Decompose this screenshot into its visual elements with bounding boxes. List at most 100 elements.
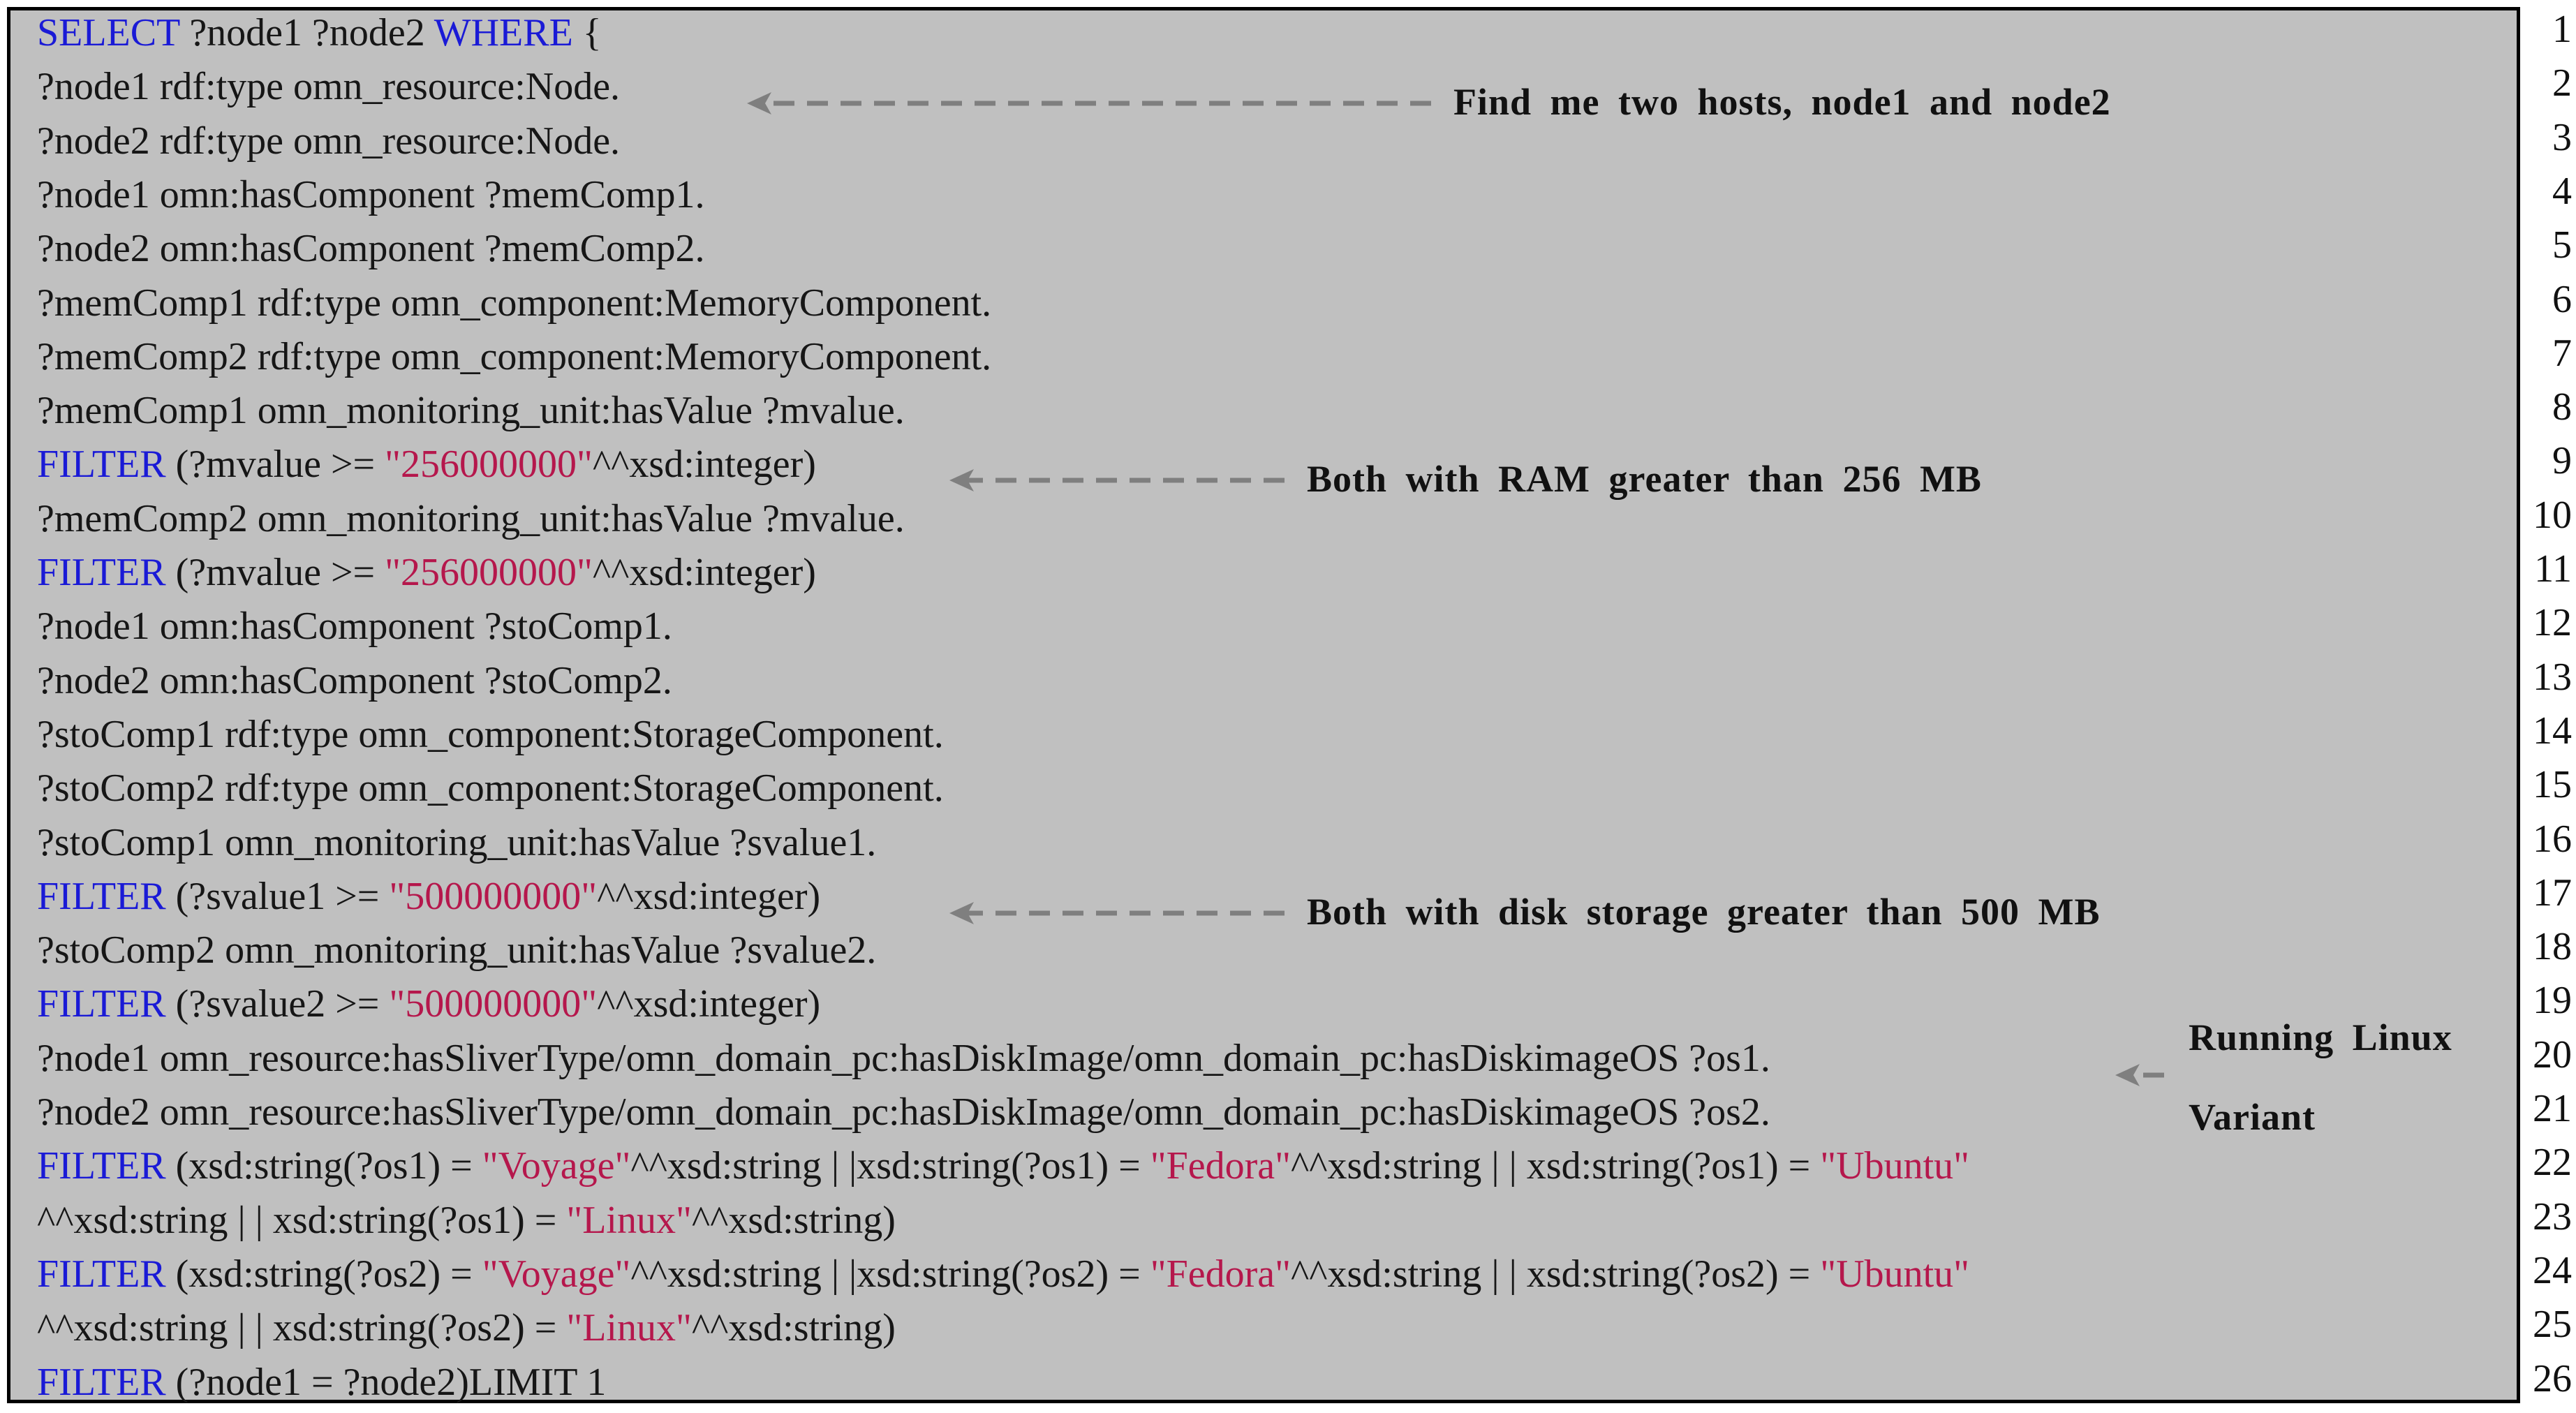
code-line: ?stoComp1 rdf:type omn_component:Storage…	[37, 711, 944, 757]
string-literal: "500000000"	[389, 982, 598, 1026]
code-line: ?node1 omn:hasComponent ?memComp1.	[37, 172, 705, 218]
string-literal: "500000000"	[389, 874, 598, 918]
sparql-keyword: FILTER	[37, 982, 166, 1026]
code-line: ?memComp2 omn_monitoring_unit:hasValue ?…	[37, 496, 905, 542]
code-line: ?memComp1 rdf:type omn_component:MemoryC…	[37, 280, 991, 326]
annotation-os-line1: Running Linux	[2189, 1016, 2452, 1058]
line-number: 1	[2552, 8, 2572, 51]
line-number: 7	[2552, 331, 2572, 375]
code-line: FILTER (?node1 = ?node2)LIMIT 1	[37, 1359, 606, 1405]
code-text: ^^xsd:string | | xsd:string(?os2) =	[37, 1306, 567, 1350]
code-text: ?memComp1 omn_monitoring_unit:hasValue ?…	[37, 389, 905, 433]
code-text: ?memComp2 rdf:type omn_component:MemoryC…	[37, 334, 992, 378]
code-text: (?node1 = ?node2)LIMIT 1	[165, 1360, 607, 1404]
code-text: ^^xsd:integer)	[597, 874, 821, 918]
line-number: 18	[2533, 925, 2572, 969]
line-number: 12	[2533, 601, 2572, 645]
line-number: 19	[2533, 979, 2572, 1023]
annotation-ram: Both with RAM greater than 256 MB	[1307, 458, 1982, 500]
string-literal: "Fedora"	[1150, 1144, 1291, 1188]
code-text: ^^xsd:string | | xsd:string(?os1) =	[1290, 1144, 1821, 1188]
line-number: 13	[2533, 655, 2572, 699]
string-literal: "Linux"	[566, 1198, 692, 1242]
code-line: FILTER (?svalue2 >= "500000000"^^xsd:int…	[37, 981, 820, 1027]
line-number: 9	[2552, 439, 2572, 483]
line-number: 21	[2533, 1087, 2572, 1130]
code-text: {	[572, 11, 602, 54]
string-literal: "Fedora"	[1150, 1252, 1291, 1296]
code-text: ?node1 ?node2	[179, 11, 434, 54]
code-text: ^^xsd:string | | xsd:string(?os1) =	[37, 1198, 567, 1242]
annotation-os-line2: Variant	[2189, 1096, 2316, 1138]
code-text: (?svalue1 >=	[165, 874, 390, 918]
annotation-hosts: Find me two hosts, node1 and node2	[1453, 81, 2111, 123]
code-listing: SELECT ?node1 ?node2 WHERE { ?node1 rdf:t…	[7, 7, 2520, 1405]
line-number: 3	[2552, 115, 2572, 159]
code-text: ?node2 rdf:type omn_resource:Node.	[37, 119, 621, 163]
code-text: ^^xsd:string | |xsd:string(?os1) =	[630, 1144, 1150, 1188]
code-text: ^^xsd:integer)	[592, 551, 816, 594]
sparql-keyword: FILTER	[37, 551, 166, 594]
code-text: ?node1 rdf:type omn_resource:Node.	[37, 65, 621, 109]
string-literal: "Voyage"	[482, 1252, 631, 1296]
code-line: ?node1 rdf:type omn_resource:Node.	[37, 64, 620, 110]
code-text: ?node2 omn_resource:hasSliverType/omn_do…	[37, 1090, 1770, 1134]
string-literal: "Linux"	[566, 1306, 692, 1350]
line-number: 26	[2533, 1356, 2572, 1400]
code-text: ^^xsd:string)	[691, 1198, 896, 1242]
code-line: FILTER (xsd:string(?os2) = "Voyage"^^xsd…	[37, 1251, 1969, 1297]
line-number: 2	[2552, 61, 2572, 105]
line-number: 15	[2533, 763, 2572, 807]
string-literal: "256000000"	[385, 551, 593, 594]
code-line: ?node2 omn:hasComponent ?stoComp2.	[37, 658, 672, 704]
code-text: (?svalue2 >=	[165, 982, 390, 1026]
sparql-keyword: SELECT	[37, 11, 180, 54]
line-number: 14	[2533, 709, 2572, 753]
code-text: ?node2 omn:hasComponent ?stoComp2.	[37, 658, 672, 702]
code-text: ?node1 omn_resource:hasSliverType/omn_do…	[37, 1036, 1770, 1080]
line-number: 5	[2552, 223, 2572, 267]
sparql-keyword: FILTER	[37, 874, 166, 918]
code-text: ?node1 omn:hasComponent ?stoComp1.	[37, 605, 672, 649]
string-literal: "Ubuntu"	[1820, 1144, 1969, 1188]
code-line: FILTER (xsd:string(?os1) = "Voyage"^^xsd…	[37, 1143, 1969, 1189]
code-line: ?stoComp1 omn_monitoring_unit:hasValue ?…	[37, 820, 876, 866]
code-text: ?stoComp2 omn_monitoring_unit:hasValue ?…	[37, 929, 877, 972]
code-text: ?node1 omn:hasComponent ?memComp1.	[37, 172, 705, 216]
code-text: (?mvalue >=	[165, 443, 385, 487]
line-number: 24	[2533, 1248, 2572, 1292]
code-line: ^^xsd:string | | xsd:string(?os2) = "Lin…	[37, 1305, 896, 1351]
sparql-keyword: WHERE	[434, 11, 573, 54]
code-text: ?stoComp1 omn_monitoring_unit:hasValue ?…	[37, 820, 877, 864]
line-number: 4	[2552, 169, 2572, 213]
sparql-keyword: FILTER	[37, 1144, 166, 1188]
line-number: 17	[2533, 871, 2572, 915]
code-line: ?node1 omn:hasComponent ?stoComp1.	[37, 603, 672, 649]
line-number: 11	[2534, 547, 2572, 591]
code-line: ?stoComp2 omn_monitoring_unit:hasValue ?…	[37, 927, 876, 973]
line-number: 25	[2533, 1303, 2572, 1347]
line-number: 20	[2533, 1033, 2572, 1077]
code-line: SELECT ?node1 ?node2 WHERE {	[37, 10, 602, 56]
line-number: 16	[2533, 817, 2572, 861]
code-text: (xsd:string(?os2) =	[165, 1252, 482, 1296]
code-line: ?node1 omn_resource:hasSliverType/omn_do…	[37, 1035, 1770, 1081]
code-line: FILTER (?svalue1 >= "500000000"^^xsd:int…	[37, 873, 820, 919]
code-text: ^^xsd:integer)	[597, 982, 821, 1026]
code-line: FILTER (?mvalue >= "256000000"^^xsd:inte…	[37, 441, 816, 487]
line-number: 6	[2552, 277, 2572, 321]
line-number: 10	[2533, 493, 2572, 537]
code-text: ?memComp2 omn_monitoring_unit:hasValue ?…	[37, 496, 905, 540]
line-number: 22	[2533, 1141, 2572, 1185]
code-text: ^^xsd:string)	[691, 1306, 896, 1350]
code-text: ^^xsd:string | |xsd:string(?os2) =	[630, 1252, 1150, 1296]
code-line: ^^xsd:string | | xsd:string(?os1) = "Lin…	[37, 1197, 896, 1243]
code-text: ^^xsd:string | | xsd:string(?os2) =	[1290, 1252, 1821, 1296]
code-text: ^^xsd:integer)	[592, 443, 816, 487]
annotation-disk: Both with disk storage greater than 500 …	[1307, 891, 2101, 933]
sparql-keyword: FILTER	[37, 443, 166, 487]
string-literal: "Ubuntu"	[1820, 1252, 1969, 1296]
code-line: ?stoComp2 rdf:type omn_component:Storage…	[37, 765, 944, 811]
code-line: ?node2 omn_resource:hasSliverType/omn_do…	[37, 1089, 1770, 1135]
